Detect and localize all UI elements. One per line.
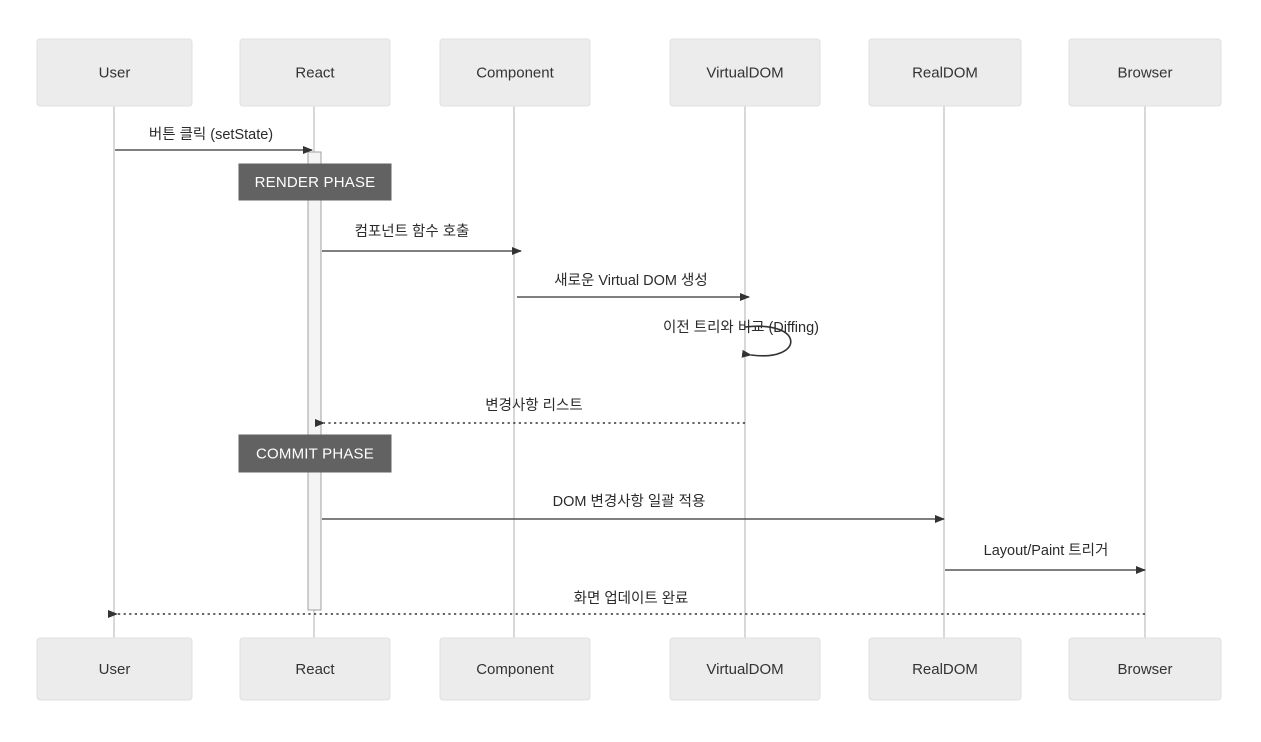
msg-new-vdom-label: 새로운 Virtual DOM 생성 (554, 272, 707, 289)
note-render-phase-label: RENDER PHASE (255, 174, 376, 191)
participant-react-top-box (239, 38, 391, 107)
participant-realdom-bottom-label: RealDOM (912, 661, 978, 678)
msg-screen-done-label: 화면 업데이트 완료 (574, 590, 689, 607)
participant-user-bottom-label: User (99, 661, 131, 678)
msg-dom-batch[interactable]: DOM 변경사항 일괄 적용 (322, 493, 945, 523)
participant-browser-top-label: Browser (1117, 64, 1172, 81)
participant-virtualdom-top[interactable]: VirtualDOM (669, 38, 821, 107)
note-commit-phase-box (238, 434, 392, 473)
msg-layout-paint[interactable]: Layout/Paint 트리거 (945, 542, 1146, 574)
participant-browser-bottom-box (1068, 637, 1222, 701)
msg-component-call-label: 컴포넌트 함수 호출 (355, 223, 470, 240)
participant-component-top-label: Component (476, 64, 554, 81)
participants-bottom-group: User React Component VirtualDOM RealDOM Brows… (36, 637, 1222, 701)
note-render-phase-box (238, 163, 392, 201)
participant-component-bottom-label: Component (476, 661, 554, 678)
msg-layout-paint-label: Layout/Paint 트리거 (984, 542, 1109, 559)
participant-browser-bottom[interactable]: Browser (1068, 637, 1222, 701)
participant-react-bottom-label: React (295, 661, 335, 678)
participant-react-bottom-box (239, 637, 391, 701)
participant-realdom-bottom-box (868, 637, 1022, 701)
participant-component-top-box (439, 38, 591, 107)
participant-react-bottom[interactable]: React (239, 637, 391, 701)
note-render-phase: RENDER PHASE (238, 163, 392, 201)
msg-new-vdom[interactable]: 새로운 Virtual DOM 생성 (517, 272, 750, 301)
participant-user-bottom[interactable]: User (36, 637, 193, 701)
participant-realdom-bottom[interactable]: RealDOM (868, 637, 1022, 701)
msg-change-list[interactable]: 변경사항 리스트 (315, 397, 745, 427)
note-commit-phase: COMMIT PHASE (238, 434, 392, 473)
msg-change-list-label: 변경사항 리스트 (485, 397, 582, 414)
participant-realdom-top-box (868, 38, 1022, 107)
msg-diffing[interactable]: 이전 트리와 비교 (Diffing) (663, 319, 819, 358)
participant-component-bottom[interactable]: Component (439, 637, 591, 701)
participant-virtualdom-top-box (669, 38, 821, 107)
participant-virtualdom-bottom-label: VirtualDOM (706, 661, 783, 678)
participant-realdom-top[interactable]: RealDOM (868, 38, 1022, 107)
participant-component-bottom-box (439, 637, 591, 701)
activation-bar-react (307, 151, 322, 611)
participant-component-top[interactable]: Component (439, 38, 591, 107)
note-commit-phase-label: COMMIT PHASE (256, 445, 374, 462)
participant-user-bottom-box (36, 637, 193, 701)
participant-react-top-label: React (295, 64, 335, 81)
participant-browser-top-box (1068, 38, 1222, 107)
participant-browser-bottom-label: Browser (1117, 661, 1172, 678)
participant-user-top-box (36, 38, 193, 107)
participant-react-top[interactable]: React (239, 38, 391, 107)
msg-dom-batch-label: DOM 변경사항 일괄 적용 (553, 493, 706, 510)
participant-virtualdom-bottom-box (669, 637, 821, 701)
msg-component-call[interactable]: 컴포넌트 함수 호출 (322, 223, 522, 255)
participant-user-top-label: User (99, 64, 131, 81)
participant-browser-top[interactable]: Browser (1068, 38, 1222, 107)
msg-button-click[interactable]: 버튼 클릭 (setState) (115, 126, 313, 154)
participant-virtualdom-top-label: VirtualDOM (706, 64, 783, 81)
notes-group: RENDER PHASE COMMIT PHASE (238, 163, 392, 473)
msg-diffing-line (741, 325, 792, 358)
participants-top-group: User React Component VirtualDOM RealDOM Brows… (36, 38, 1222, 107)
participant-virtualdom-bottom[interactable]: VirtualDOM (669, 637, 821, 701)
msg-button-click-label: 버튼 클릭 (setState) (149, 126, 273, 143)
participant-realdom-top-label: RealDOM (912, 64, 978, 81)
msg-diffing-label: 이전 트리와 비교 (Diffing) (663, 319, 819, 336)
activations-group (307, 151, 322, 611)
msg-screen-done[interactable]: 화면 업데이트 완료 (108, 590, 1145, 618)
participant-user-top[interactable]: User (36, 38, 193, 107)
